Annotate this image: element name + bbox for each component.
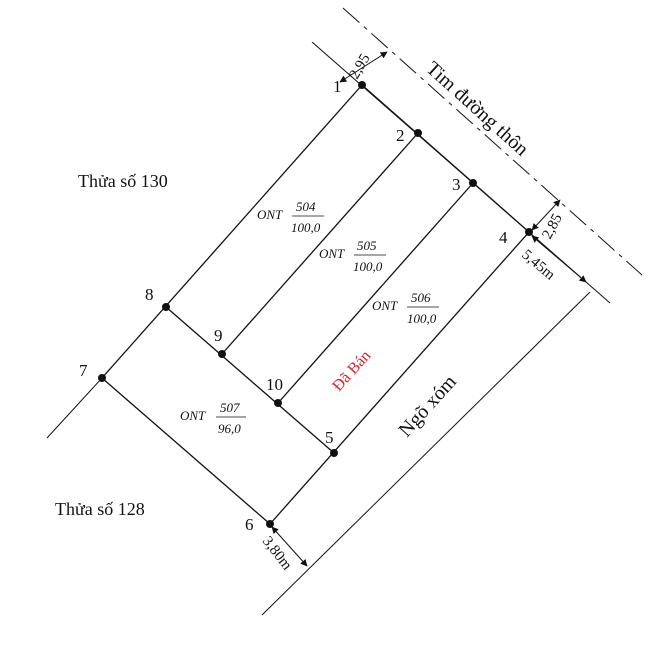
road-name-main: Tim đường thôn — [422, 57, 533, 160]
point-8-label: 8 — [145, 285, 154, 304]
dimension-arrow-road-bottom — [271, 526, 308, 567]
parcel-504-type: ONT — [257, 207, 283, 222]
point-3-marker — [469, 179, 477, 187]
parcel-504-number: 504 — [296, 199, 316, 214]
parcel-506-number: 506 — [411, 290, 431, 305]
parcel-506-type: ONT — [372, 298, 398, 313]
point-9-label: 9 — [214, 326, 223, 345]
point-9-marker — [218, 350, 226, 358]
road-centerline — [342, 7, 643, 276]
parcel-504-label: ONT 504 100,0 — [257, 199, 324, 235]
division-8-5 — [165, 306, 335, 454]
parcel-504-area: 100,0 — [291, 220, 321, 235]
dimension-arrow-right — [531, 199, 561, 231]
division-3-10 — [277, 182, 474, 404]
parcel-505-type: ONT — [319, 246, 345, 261]
division-2-9 — [221, 132, 419, 355]
parcel-507-area: 96,0 — [218, 421, 241, 436]
road-name-alley: Ngõ xóm — [394, 371, 461, 442]
north-parcel-label: Thửa số 130 — [78, 171, 168, 191]
dimension-road-width-bottom: 3,80m — [259, 534, 295, 574]
dimension-top: 2,95 — [347, 51, 374, 82]
parcel-506-label: ONT 506 100,0 — [372, 290, 439, 326]
dimension-arrow-road-top — [531, 235, 587, 283]
parcel-505-number: 505 — [357, 238, 377, 253]
alley-edge — [261, 291, 591, 616]
dimension-right-offset: 2,85 — [539, 211, 565, 242]
point-6-label: 6 — [245, 515, 254, 534]
parcel-505-label: ONT 505 100,0 — [319, 238, 386, 274]
point-10-label: 10 — [266, 375, 283, 394]
sold-label: Đã Bán — [329, 347, 374, 394]
point-2-marker — [414, 129, 422, 137]
point-5-marker — [330, 449, 338, 457]
point-4-label: 4 — [499, 228, 508, 247]
point-2-label: 2 — [396, 126, 405, 145]
parcel-507-label: ONT 507 96,0 — [180, 400, 246, 436]
point-3-label: 3 — [452, 175, 461, 194]
boundary-points — [98, 81, 533, 528]
parcel-507-type: ONT — [180, 408, 206, 423]
point-4-marker — [525, 228, 533, 236]
point-1-marker — [358, 81, 366, 89]
point-1-label: 1 — [333, 77, 342, 96]
parcel-506-area: 100,0 — [407, 311, 437, 326]
south-parcel-label: Thửa số 128 — [55, 499, 145, 519]
parcel-505-area: 100,0 — [353, 259, 383, 274]
left-boundary-extension — [46, 377, 103, 439]
point-8-marker — [162, 303, 170, 311]
point-5-label: 5 — [325, 428, 334, 447]
point-7-label: 7 — [79, 361, 88, 380]
parcel-507-number: 507 — [220, 400, 240, 415]
point-10-marker — [274, 399, 282, 407]
point-7-marker — [98, 374, 106, 382]
dimension-arrow-top — [339, 51, 388, 83]
point-6-marker — [266, 520, 274, 528]
